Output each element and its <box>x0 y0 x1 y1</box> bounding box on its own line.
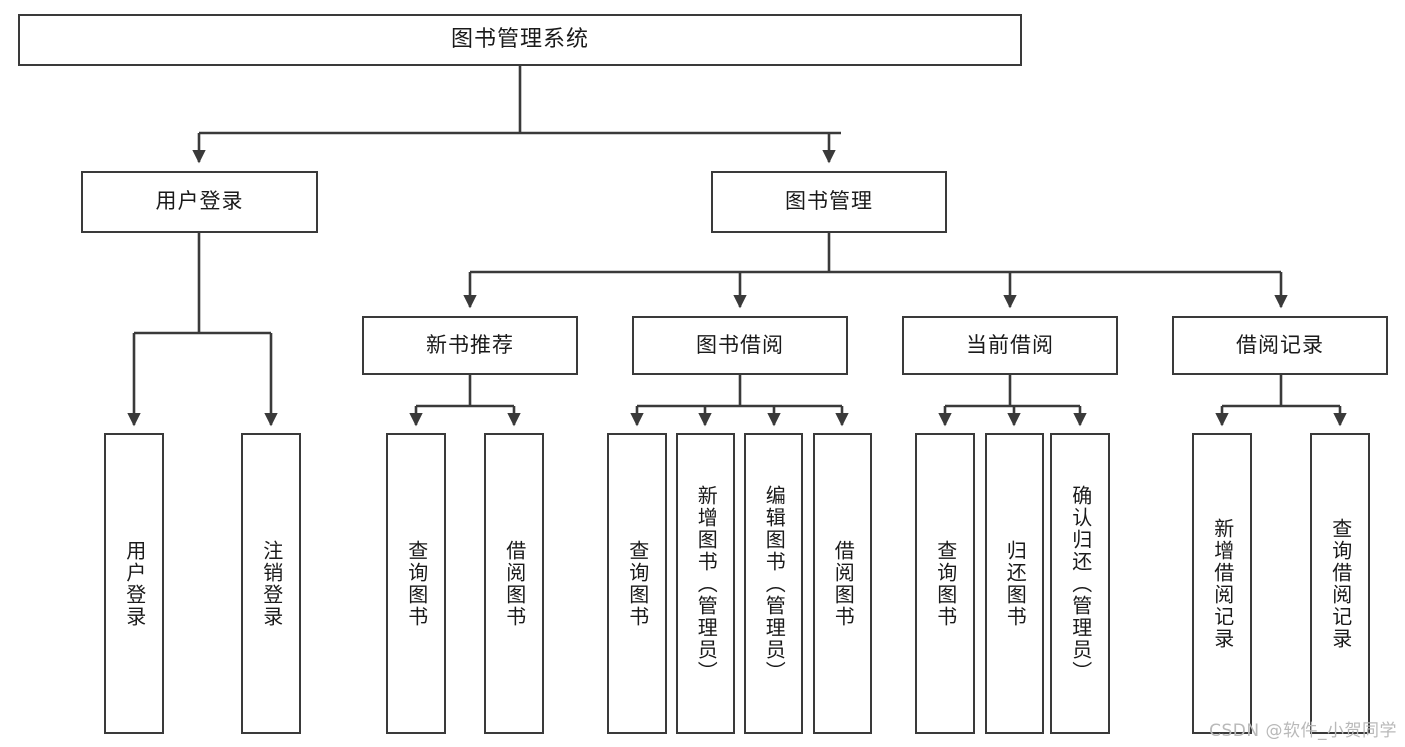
node-label: 归还图书 <box>1003 539 1028 628</box>
leaf-borrow-record-add[interactable]: 新增借阅记录 <box>1192 433 1252 734</box>
node-root-book-management-system[interactable]: 图书管理系统 <box>18 14 1022 66</box>
node-book-management[interactable]: 图书管理 <box>711 171 947 233</box>
node-label: 图书管理系统 <box>450 26 589 52</box>
node-label: 查询借阅记录 <box>1328 517 1353 650</box>
node-label: 图书管理 <box>785 189 873 214</box>
leaf-new-book-query[interactable]: 查询图书 <box>386 433 446 734</box>
node-user-login[interactable]: 用户登录 <box>81 171 318 233</box>
node-book-borrow[interactable]: 图书借阅 <box>632 316 848 375</box>
node-borrow-record[interactable]: 借阅记录 <box>1172 316 1388 375</box>
node-label: 当前借阅 <box>966 332 1054 357</box>
node-label: 注销登录 <box>259 539 284 628</box>
leaf-current-borrow-confirm[interactable]: 确认归还（管理员） <box>1050 433 1110 734</box>
node-label: 新增借阅记录 <box>1210 517 1235 650</box>
node-label: 确认归还（管理员） <box>1068 484 1093 683</box>
node-label: 新增图书（管理员） <box>694 484 719 683</box>
csdn-watermark: CSDN @软件_小贺同学 <box>1209 721 1397 741</box>
node-label: 用户登录 <box>122 539 147 628</box>
leaf-borrow-record-query[interactable]: 查询借阅记录 <box>1310 433 1370 734</box>
node-label: 借阅图书 <box>831 539 856 628</box>
leaf-book-borrow-add[interactable]: 新增图书（管理员） <box>676 433 735 734</box>
node-current-borrow[interactable]: 当前借阅 <box>902 316 1118 375</box>
node-label: 借阅图书 <box>502 539 527 628</box>
node-label: 图书借阅 <box>696 332 784 357</box>
leaf-current-borrow-return[interactable]: 归还图书 <box>985 433 1044 734</box>
node-label: 查询图书 <box>625 539 650 628</box>
leaf-user-login-signin[interactable]: 用户登录 <box>104 433 164 734</box>
node-label: 新书推荐 <box>426 332 514 357</box>
node-label: 查询图书 <box>933 539 958 628</box>
leaf-book-borrow-lend[interactable]: 借阅图书 <box>813 433 872 734</box>
leaf-new-book-borrow[interactable]: 借阅图书 <box>484 433 544 734</box>
leaf-user-login-signout[interactable]: 注销登录 <box>241 433 301 734</box>
leaf-current-borrow-query[interactable]: 查询图书 <box>915 433 975 734</box>
leaf-book-borrow-edit[interactable]: 编辑图书（管理员） <box>744 433 803 734</box>
leaf-book-borrow-query[interactable]: 查询图书 <box>607 433 667 734</box>
node-new-book-recommend[interactable]: 新书推荐 <box>362 316 578 375</box>
node-label: 借阅记录 <box>1236 332 1324 357</box>
node-label: 用户登录 <box>155 189 244 214</box>
node-label: 编辑图书（管理员） <box>762 484 787 683</box>
node-label: 查询图书 <box>404 539 429 628</box>
